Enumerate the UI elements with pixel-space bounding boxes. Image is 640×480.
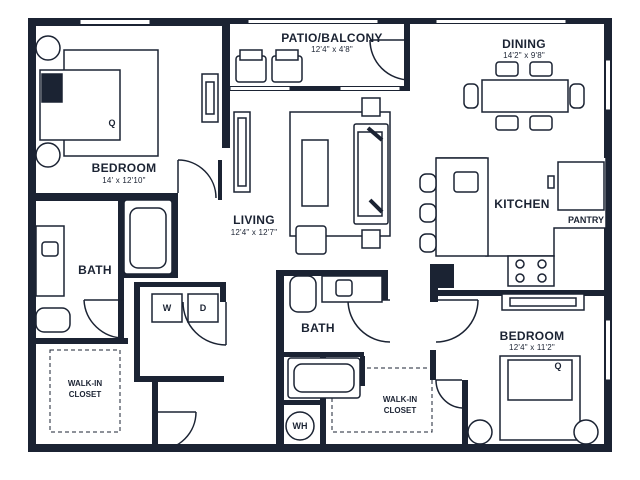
room-name-living: LIVING: [233, 213, 275, 227]
wall-bath1-bottom: [28, 338, 128, 344]
water-heater-label: WH: [292, 421, 308, 431]
bed-size-q2: Q: [554, 361, 562, 371]
water-heater: [285, 411, 315, 441]
vanity-2: [321, 275, 383, 303]
room-name-kitchen: KITCHEN: [494, 197, 550, 211]
armchair: [295, 225, 327, 255]
windows: [79, 19, 611, 381]
toilet-1: [35, 307, 71, 333]
room-name-bedroom2: BEDROOM: [499, 329, 565, 343]
stove: [507, 255, 555, 287]
room-name-bedroom1: BEDROOM: [91, 161, 157, 175]
washer: [151, 293, 183, 323]
bar-stool: [419, 173, 437, 193]
room-size-living: 12'4" x 12'7": [230, 228, 278, 237]
room-name-dining: DINING: [502, 37, 546, 51]
wall-patio-bottom: [228, 86, 410, 91]
walkin2-line1: WALK-IN: [382, 395, 418, 404]
walkin1-line2: CLOSET: [68, 390, 102, 399]
nightstand-lamp-icon: [35, 35, 61, 61]
walkin2-line2: CLOSET: [383, 406, 417, 415]
room-size-bedroom2: 12'4" x 11'2": [509, 343, 555, 352]
room-size-dining: 14'2" x 9'8": [503, 51, 545, 60]
bed-size-q1: Q: [108, 118, 116, 128]
walkin1-line1: WALK-IN: [67, 379, 103, 388]
dryer: [187, 293, 219, 323]
doors: [83, 39, 479, 451]
kitchen-sink: [453, 171, 479, 193]
room-size-bedroom1: 14' x 12'10": [102, 176, 146, 185]
dining-chair: [495, 61, 519, 77]
room-name-bath1: BATH: [78, 263, 112, 277]
wall-bedroom1-bottom-left: [28, 193, 178, 201]
room-name-walkin1: WALK-IN CLOSET: [68, 378, 102, 400]
toilet-2: [289, 275, 317, 313]
dryer-label: D: [199, 303, 207, 313]
coffee-table: [301, 139, 329, 207]
room-name-bath2: BATH: [301, 321, 335, 335]
dining-table: [481, 79, 569, 113]
room-name-walkin2: WALK-IN CLOSET: [383, 394, 417, 416]
wall-left: [28, 18, 36, 450]
room-name-patio: PATIO/BALCONY: [281, 31, 383, 45]
room-size-patio: 12'4" x 4'8": [311, 45, 353, 54]
wall-top-right: [228, 18, 612, 24]
furniture: [35, 35, 607, 445]
room-name-pantry: PANTRY: [568, 215, 604, 225]
vanity-1: [35, 225, 65, 297]
fridge: [557, 161, 605, 211]
wall-bedroom1-right: [222, 18, 230, 148]
wall-right: [604, 18, 612, 450]
washer-label: W: [162, 303, 172, 313]
